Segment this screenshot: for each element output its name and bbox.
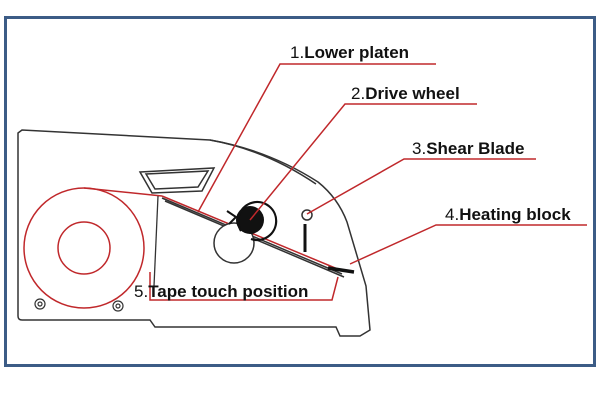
machine-outline [17, 129, 371, 337]
leader-drive-wheel [249, 103, 477, 221]
leader-heating-block [349, 224, 587, 265]
rotation-arrowhead-icon [226, 210, 238, 225]
machine-body [17, 129, 371, 337]
tape-roll-inner [57, 221, 111, 275]
heating-block [327, 266, 355, 274]
label-lower-platen: 1.Lower platen [290, 43, 409, 62]
tape-roll-outer [23, 187, 145, 309]
tape-support-line [153, 195, 159, 287]
shear-blade [301, 209, 313, 252]
lower-roller [213, 222, 255, 264]
leader-lines [149, 63, 587, 301]
rotation-arrow-icon [237, 200, 278, 242]
leader-shear-blade [306, 158, 536, 215]
leader-tape-touch [149, 272, 339, 301]
label-shear-blade: 3.Shear Blade [412, 139, 524, 158]
label-drive-wheel: 2.Drive wheel [351, 84, 460, 103]
label-heating-block: 4.Heating block [445, 205, 571, 224]
handle-slot [138, 167, 216, 194]
machine-inner-edge [209, 139, 317, 185]
label-tape-touch-position: 5.Tape touch position [134, 282, 308, 301]
tape-roll [23, 187, 145, 309]
leader-lower-platen [197, 63, 436, 213]
screws [34, 298, 124, 312]
